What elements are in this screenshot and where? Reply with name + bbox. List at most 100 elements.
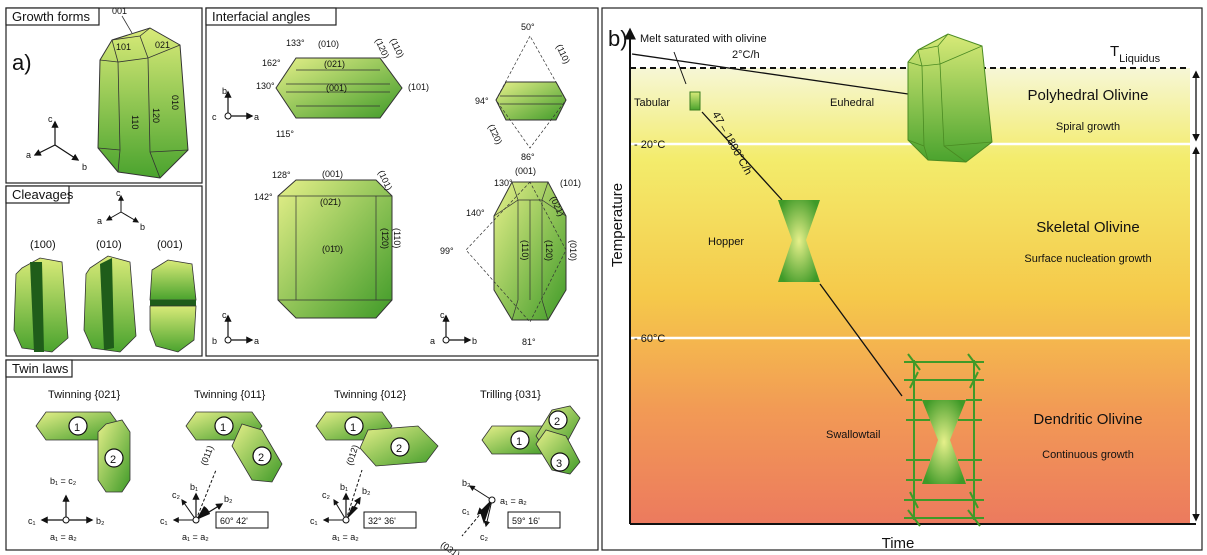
bl-axis-b: b — [212, 336, 217, 346]
twin-021-num-1: 1 — [74, 422, 80, 434]
bl-axis-c: c — [222, 310, 227, 320]
face-001: 001 — [112, 6, 127, 16]
tl-axis-a: a — [254, 112, 259, 122]
twin-012-plane: (012) — [344, 444, 360, 467]
cleavage-crystal-100 — [13, 257, 69, 353]
twin-011-axis-a1a2: a₁ = a₂ — [182, 532, 209, 542]
interfacial-crystal-tr — [495, 35, 567, 149]
bl-angle-142: 142° — [254, 192, 273, 202]
trilling-axis-a1a2: a₁ = a₂ — [500, 496, 527, 506]
br-axis-c: c — [440, 310, 445, 320]
cleav-axis-a: a — [97, 216, 102, 226]
axis-a: a — [26, 150, 31, 160]
twin-012-num-1: 1 — [350, 422, 356, 434]
trilling-num-3: 3 — [556, 458, 562, 470]
tl-face-001: (001) — [326, 83, 347, 93]
bl-axis-a: a — [254, 336, 259, 346]
cleav-axis-c: c — [116, 188, 121, 198]
twin-021-axis-a1a2: a₁ = a₂ — [50, 532, 77, 542]
panel-a: a) Growth forms 001 101 021 110 120 010 … — [5, 6, 599, 555]
bl-face-120: (1̄20) — [380, 228, 390, 249]
tl-face-021: (021) — [324, 59, 345, 69]
axis-b: b — [82, 162, 87, 172]
tl-face-101: (101) — [408, 82, 429, 92]
tl-angle-162: 162° — [262, 58, 281, 68]
twin-012-axis-c1: c₁ — [310, 516, 318, 526]
trilling-axis-c2: c₂ — [480, 532, 489, 542]
form-euhedral: Euhedral — [830, 97, 874, 109]
trilling-num-2: 2 — [554, 416, 560, 428]
twin-011-num-2: 2 — [258, 452, 264, 464]
twin-012-axis-a1a2: a₁ = a₂ — [332, 532, 359, 542]
y-axis-label: Temperature — [609, 183, 626, 267]
zone-skeletal-name: Skeletal Olivine — [1036, 219, 1139, 236]
br-angle-81: 81° — [522, 337, 536, 347]
zone-skeletal-mode: Surface nucleation growth — [1024, 253, 1151, 265]
tr-face-110: (110) — [554, 43, 572, 66]
hopper-crystal — [778, 200, 820, 282]
trilling-num-1: 1 — [516, 436, 522, 448]
tr-angle-50: 50° — [521, 22, 535, 32]
trilling-axis-c1: c₁ — [462, 506, 470, 516]
br-face-010: (010) — [568, 240, 578, 261]
br-angle-140: 140° — [466, 208, 485, 218]
twin-laws-title: Twin laws — [12, 361, 69, 376]
br-face-101: (101) — [560, 178, 581, 188]
tl-angle-133: 133° — [286, 38, 305, 48]
trilling-031-crystals — [481, 405, 581, 475]
tl-axis-c: c — [212, 112, 217, 122]
cleavages-title: Cleavages — [12, 187, 74, 202]
axis-c: c — [48, 114, 53, 124]
twin-011-num-1: 1 — [220, 422, 226, 434]
br-face-001: (001) — [515, 166, 536, 176]
bl-axes: c b a — [212, 310, 259, 346]
bl-face-021: (02̄1) — [320, 197, 341, 207]
interfacial-crystal-br — [465, 181, 567, 323]
twin-012-axis-b1: b₁ — [340, 482, 348, 492]
cleavage-crystal-010 — [83, 255, 137, 353]
twin-011-crystals — [185, 411, 283, 483]
twin-021-crystals — [35, 411, 131, 493]
twin-021-axis-b1c2: b₁ = c₂ — [50, 476, 77, 486]
bl-angle-128: 128° — [272, 170, 291, 180]
panel-b: b) Temperature Time - 20°C - 60°C Melt s… — [601, 7, 1203, 552]
panel-a-letter: a) — [12, 50, 32, 75]
cleav-axis-b: b — [140, 222, 145, 232]
face-010: 010 — [170, 95, 180, 110]
trilling-plane: (031) — [439, 539, 462, 555]
twin-012-angle: 32° 36' — [368, 516, 396, 526]
interfacial-title: Interfacial angles — [212, 9, 311, 24]
cleavage-010: (010) — [96, 239, 122, 251]
ytick-60: - 60°C — [634, 333, 665, 345]
rate-slow: 2°C/h — [732, 49, 760, 61]
tl-face-110: (110) — [388, 37, 406, 60]
twin-021-label: Twinning {021} — [48, 389, 120, 401]
melt-label: Melt saturated with olivine — [640, 33, 767, 45]
twin-011-axis-b2: b₂ — [224, 494, 233, 504]
twin-012-axis-b2: b₂ — [362, 486, 371, 496]
face-120: 120 — [151, 108, 161, 123]
tr-face-120: (1̄20) — [486, 123, 504, 146]
twin-011-axis-c1: c₁ — [160, 516, 168, 526]
euhedral-crystal — [907, 33, 993, 163]
tl-angle-115: 115° — [276, 129, 294, 139]
twin-011-label: Twinning {011} — [194, 389, 266, 401]
cleavages-box: Cleavages c a b (100) (010) (001) — [5, 185, 203, 357]
x-axis-label: Time — [882, 535, 915, 552]
br-angle-130: 130° — [494, 178, 513, 188]
twin-012-label: Twinning {012} — [334, 389, 406, 401]
twin-021-axis-c1: c₁ — [28, 516, 36, 526]
twin-012-axis-c2: c₂ — [322, 490, 331, 500]
br-axes: c a b — [430, 310, 477, 346]
interfacial-crystal-bl — [277, 179, 393, 319]
bl-face-110: (110) — [392, 228, 402, 248]
cleavage-crystal-001 — [149, 259, 197, 353]
zone-polyhedral-name: Polyhedral Olivine — [1028, 87, 1149, 104]
trilling-angle: 59° 16' — [512, 516, 540, 526]
growth-forms-box: Growth forms 001 101 021 110 120 010 c a… — [5, 6, 203, 184]
face-021: 021 — [155, 40, 170, 50]
tl-angle-130: 130° — [256, 81, 275, 91]
br-axis-a: a — [430, 336, 435, 346]
face-110: 110 — [130, 115, 140, 129]
twin-021-num-2: 2 — [110, 454, 116, 466]
